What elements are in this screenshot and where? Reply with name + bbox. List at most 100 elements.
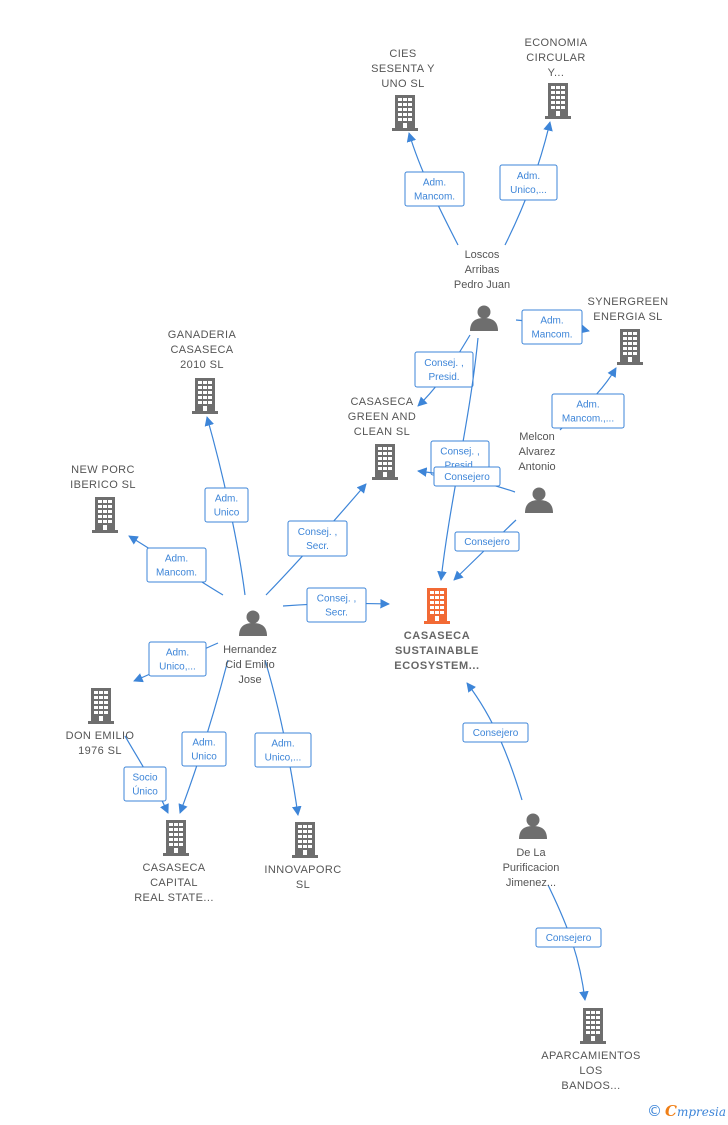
empresia-logo-text: mpresia <box>676 1105 726 1119</box>
edge-label-text: Consej. , <box>298 527 337 538</box>
node-aparcamientos[interactable]: APARCAMIENTOSLOSBANDOS... <box>541 1008 641 1092</box>
edge-label[interactable]: Adm.Mancom.,... <box>551 393 625 429</box>
node-economia[interactable]: ECONOMIACIRCULARY... <box>524 37 587 119</box>
edge-label-text: Consejero <box>444 472 490 483</box>
edge-label[interactable]: Adm. Unico <box>204 487 249 523</box>
edge-hernandez-to-ganaderia: Adm. Unico <box>204 416 249 596</box>
node-label-line: CLEAN SL <box>354 426 410 438</box>
person-icon <box>239 610 267 636</box>
edge-delapurificacion-to-aparcamientos: Consejero <box>535 884 602 1001</box>
edge-label-text: Consej. , <box>424 358 463 369</box>
edge-melcon-to-green: Consejero <box>417 466 516 493</box>
empresia-logo-initial: C <box>664 1102 677 1120</box>
edge-label-box <box>306 587 367 623</box>
node-label-line: CASASECA <box>170 344 233 356</box>
edge-label-text: Adm. <box>271 739 294 750</box>
edge-label-box <box>433 466 501 487</box>
node-label-line: 1976 SL <box>78 745 122 757</box>
node-label-line: CASASECA <box>142 862 205 874</box>
building-icon <box>88 688 114 724</box>
edge-label-text: Unico <box>214 508 240 519</box>
edge-label-box <box>521 309 583 345</box>
edge-label[interactable]: Consej. ,Presid. <box>414 351 474 388</box>
node-label-line: Alvarez <box>519 446 556 458</box>
edge-label-box <box>287 520 348 557</box>
node-label-line: Melcon <box>519 431 554 443</box>
node-label-line: ECOSYSTEM... <box>394 660 479 672</box>
edge-label-box <box>454 531 520 552</box>
edge-label[interactable]: Consej. ,Secr. <box>287 520 348 557</box>
edge-label[interactable]: Adm. Unico <box>181 731 227 767</box>
edge-label[interactable]: Consejero <box>462 722 529 743</box>
edge-label[interactable]: Consejero <box>433 466 501 487</box>
node-label-line: Hernandez <box>223 644 277 656</box>
edge-label[interactable]: Consej. ,Secr. <box>306 587 367 623</box>
node-label-line: Pedro Juan <box>454 279 510 291</box>
edge-label[interactable]: Consejero <box>535 927 602 948</box>
edge-label-box <box>181 731 227 767</box>
edge-loscos-to-synergreen: Adm.Mancom. <box>515 309 590 345</box>
edge-melcon-to-synergreen: Adm.Mancom.,... <box>551 367 625 431</box>
edge-label-text: Adm. <box>423 178 446 189</box>
edge-label-text: Mancom. <box>531 330 572 341</box>
edge-label-box <box>123 766 167 802</box>
edge-hernandez-to-donemilio: Adm.Unico,... <box>133 641 219 683</box>
edge-label[interactable]: Consejero <box>454 531 520 552</box>
edge-label-box <box>414 351 474 388</box>
edge-label[interactable]: Adm.Mancom. <box>521 309 583 345</box>
edge-label-text: Adm. <box>166 648 189 659</box>
edge-label[interactable]: Adm.Unico,... <box>499 164 558 201</box>
node-label-line: SL <box>296 879 310 891</box>
edges-layer: Adm.Mancom.Adm.Unico,...Adm.Mancom.Conse… <box>123 121 625 1001</box>
edge-label-box <box>404 171 465 207</box>
edge-label-text: Secr. <box>325 608 348 619</box>
person-icon <box>470 305 498 331</box>
empresia-logo[interactable]: Cmpresia <box>665 1102 726 1120</box>
node-label-line: Antonio <box>518 461 555 473</box>
edge-label-text: Mancom.,... <box>562 414 614 425</box>
node-label-line: INNOVAPORC <box>264 864 341 876</box>
edge-label-text: Adm. <box>517 171 540 182</box>
node-label-line: SESENTA Y <box>371 63 435 75</box>
edge-label-box <box>551 393 625 429</box>
edge-label[interactable]: Adm.Unico,... <box>148 641 207 677</box>
node-label-line: BANDOS... <box>561 1080 620 1092</box>
edge-label-text: Adm. <box>165 554 188 565</box>
edge-label-text: Adm. <box>215 494 238 505</box>
node-label-line: Jose <box>238 674 261 686</box>
node-label-line: Jimenez... <box>506 877 556 889</box>
edge-label[interactable]: Adm. Mancom. <box>404 171 465 207</box>
edge-label[interactable]: Adm.Unico,... <box>254 732 312 768</box>
edge-label-text: Mancom. <box>414 192 455 203</box>
node-label-line: CIES <box>389 48 416 60</box>
edge-label-box <box>499 164 558 201</box>
edge-label[interactable]: Adm.Mancom. <box>146 547 207 583</box>
edge-label-text: Adm. <box>192 738 215 749</box>
edge-label-box <box>462 722 529 743</box>
node-delapurificacion[interactable]: De LaPurificacionJimenez... <box>503 813 560 890</box>
node-sustainable[interactable]: CASASECASUSTAINABLEECOSYSTEM... <box>394 588 479 672</box>
edge-label-text: Único <box>132 785 158 798</box>
node-innovaporc[interactable]: INNOVAPORC SL <box>264 822 341 891</box>
building-icon <box>580 1008 606 1044</box>
node-label-line: 2010 SL <box>180 359 224 371</box>
edge-label-text: Unico <box>191 752 217 763</box>
